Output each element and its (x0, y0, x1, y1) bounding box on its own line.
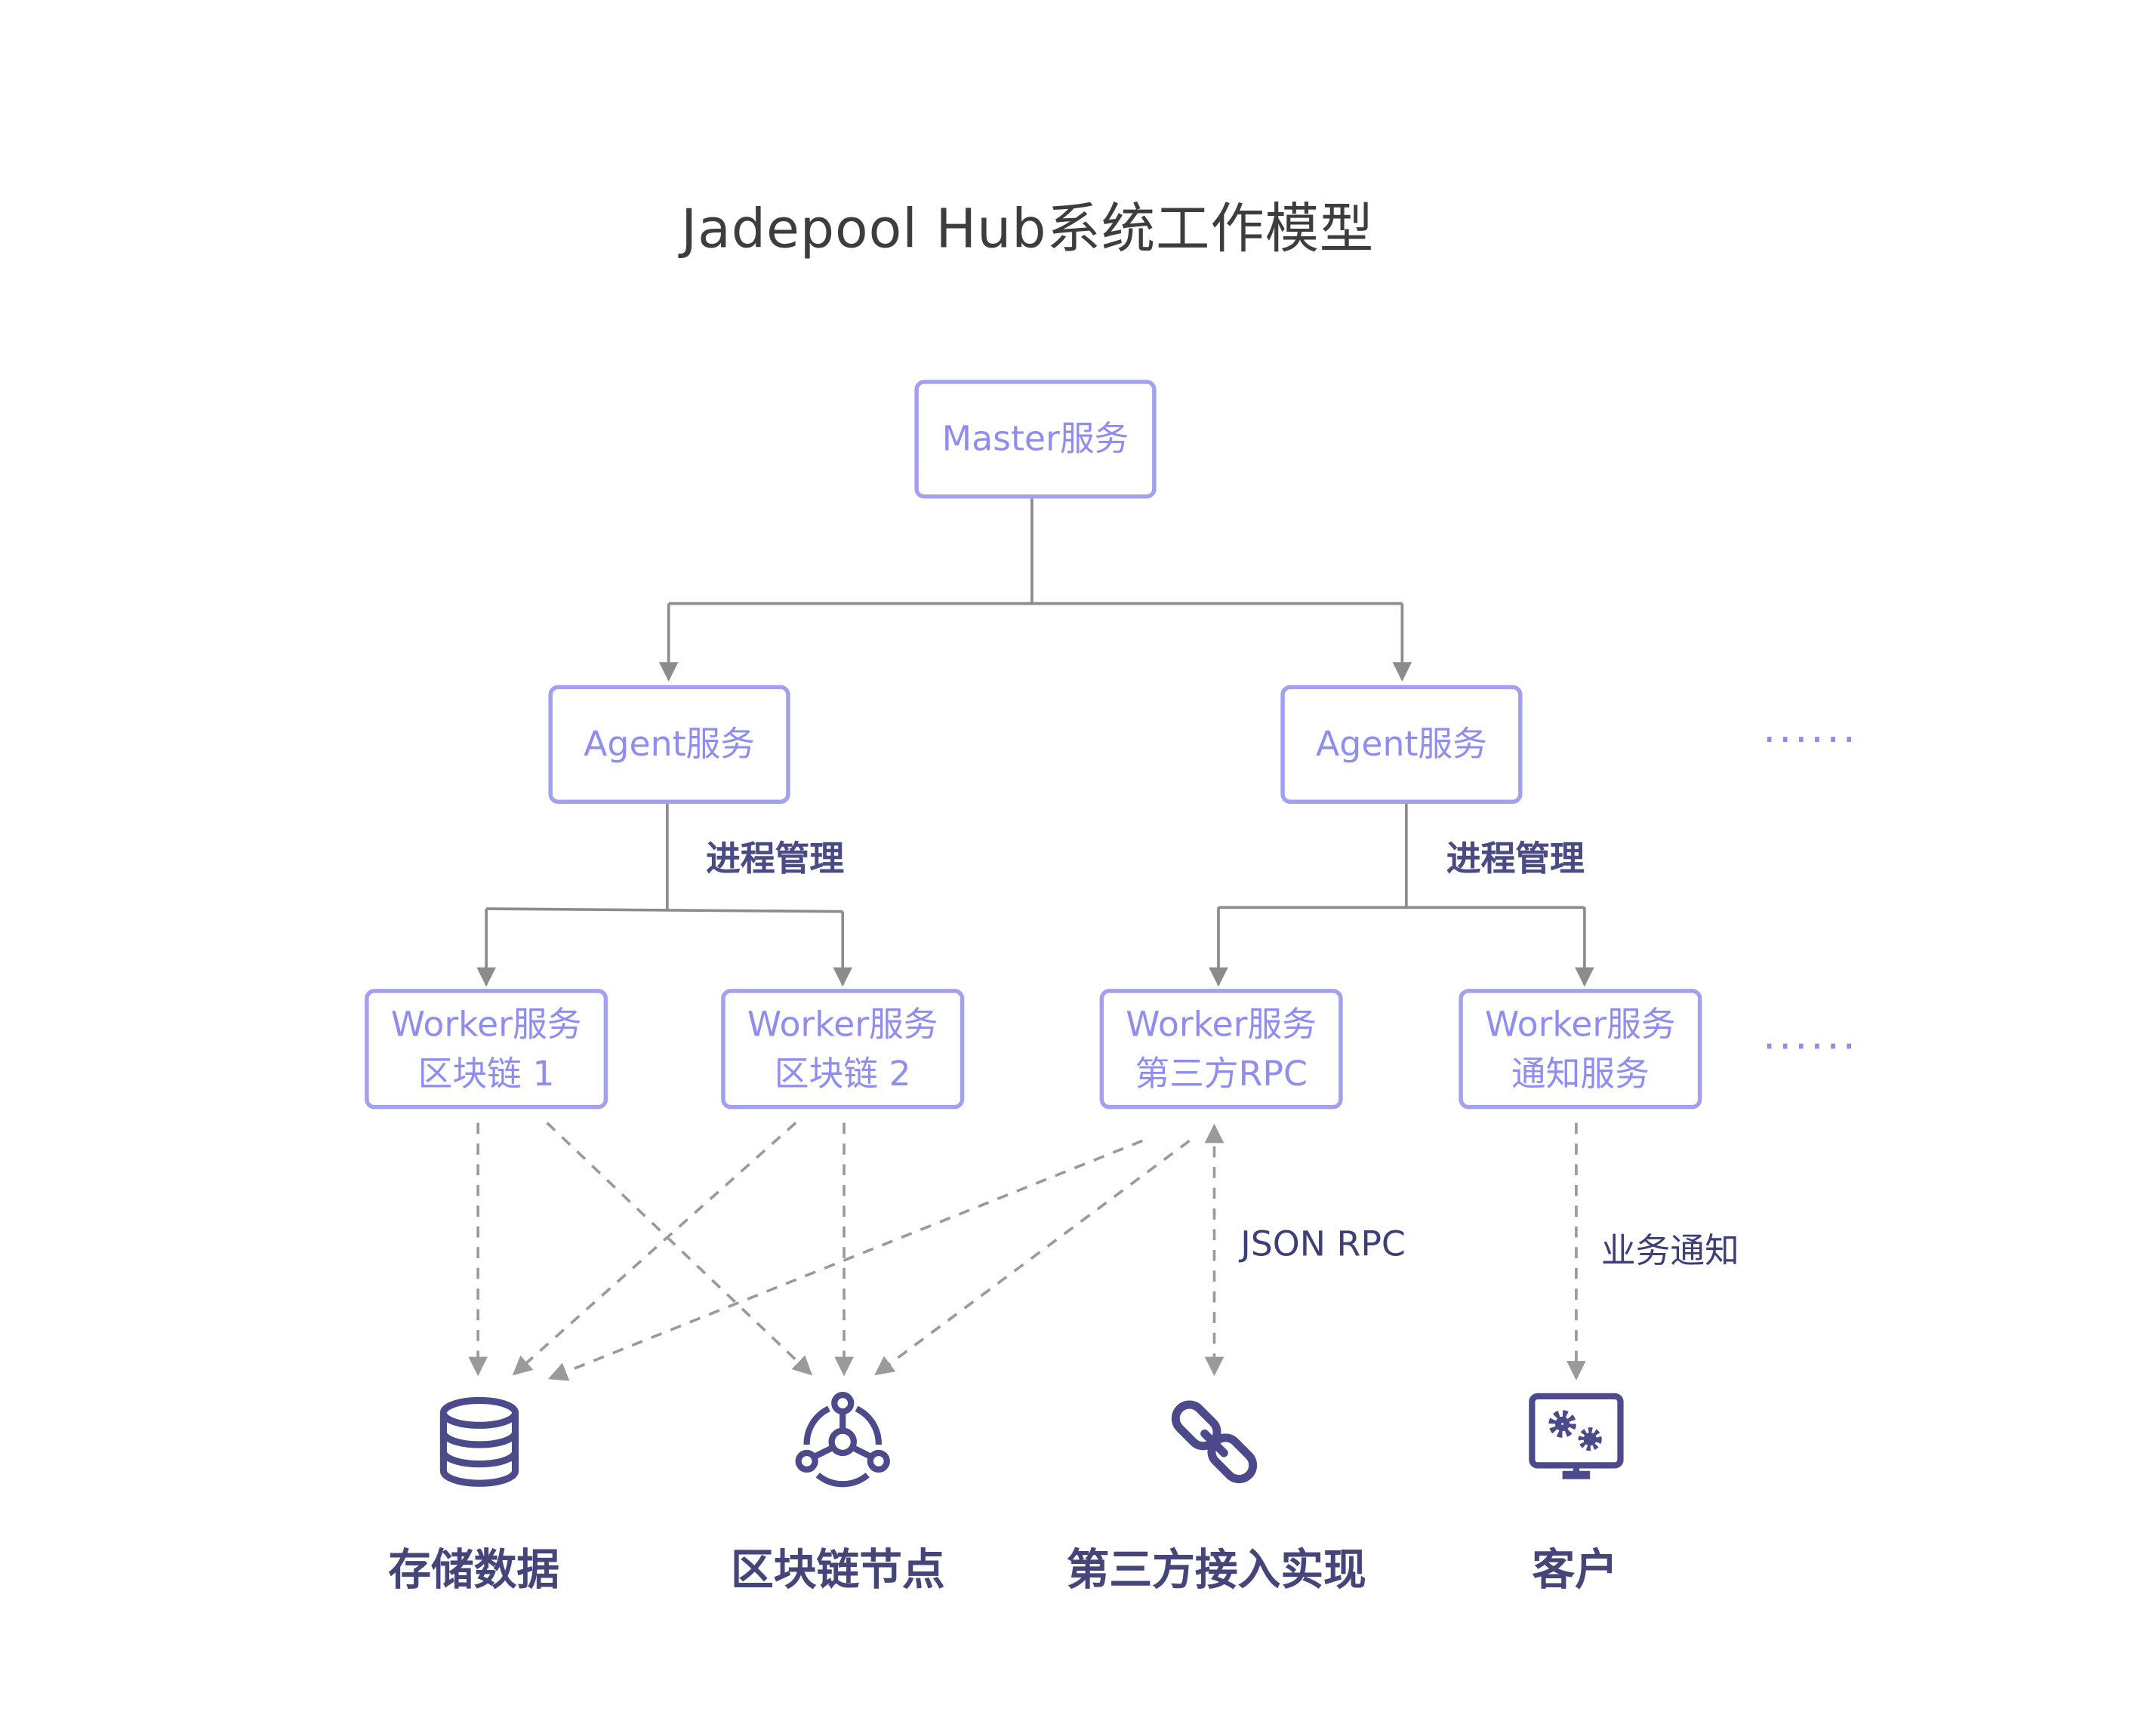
third-party-implementation-label: 第三方接入实现 (1066, 1545, 1366, 1596)
business-notification-label: 业务通知 (1600, 1230, 1739, 1271)
more-workers-ellipsis: ······ (1762, 1023, 1859, 1072)
worker2-to-storage-line (512, 1122, 797, 1376)
blockchain-node-icon (795, 1391, 890, 1488)
worker-node-subtitle: 通知服务 (1511, 1053, 1650, 1094)
process-management-label-2: 进程管理 (1446, 838, 1585, 879)
more-agents-ellipsis: ······ (1762, 716, 1859, 765)
worker-node-title: Worker服务 (1126, 1003, 1317, 1044)
storage-data-label: 存储数据 (388, 1545, 560, 1596)
master-to-agents-connector (658, 498, 1412, 682)
worker-node-third-party-rpc: Worker服务 第三方RPC (1099, 989, 1343, 1110)
worker-node-title: Worker服务 (390, 1003, 582, 1044)
worker-node-subtitle: 第三方RPC (1135, 1053, 1308, 1094)
worker-node-blockchain-2: Worker服务 区块链 2 (721, 989, 965, 1110)
worker-node-blockchain-1: Worker服务 区块链 1 (365, 989, 608, 1110)
process-management-label-1: 进程管理 (706, 838, 845, 879)
agent-2-to-workers-connector (1209, 803, 1594, 987)
agent-service-label: Agent服务 (584, 723, 756, 764)
worker3-to-storage-line (547, 1139, 1144, 1381)
agent-1-to-workers-connector (476, 803, 853, 987)
diagram-title: Jadepool Hub系统工作模型 (681, 199, 1375, 261)
master-service-label: Master服务 (941, 418, 1129, 459)
worker-node-title: Worker服务 (1485, 1003, 1676, 1044)
worker-node-notification: Worker服务 通知服务 (1459, 989, 1702, 1110)
agent-service-label: Agent服务 (1315, 723, 1487, 764)
worker-node-subtitle: 区块链 1 (417, 1053, 555, 1094)
worker3-to-chain-node-line (874, 1139, 1191, 1376)
client-label: 客户 (1532, 1545, 1618, 1596)
worker1-to-chain-node-line (546, 1122, 813, 1376)
monitor-gears-icon (1529, 1393, 1624, 1479)
database-icon (439, 1396, 519, 1487)
worker-node-title: Worker服务 (747, 1003, 938, 1044)
master-service-node: Master服务 (914, 380, 1157, 499)
agent-service-node-1: Agent服务 (548, 685, 790, 804)
json-rpc-label: JSON RPC (1240, 1224, 1406, 1264)
agent-service-node-2: Agent服务 (1280, 685, 1523, 804)
worker-node-subtitle: 区块链 2 (774, 1053, 911, 1094)
link-icon (1171, 1400, 1258, 1484)
blockchain-node-label: 区块链节点 (731, 1545, 945, 1596)
